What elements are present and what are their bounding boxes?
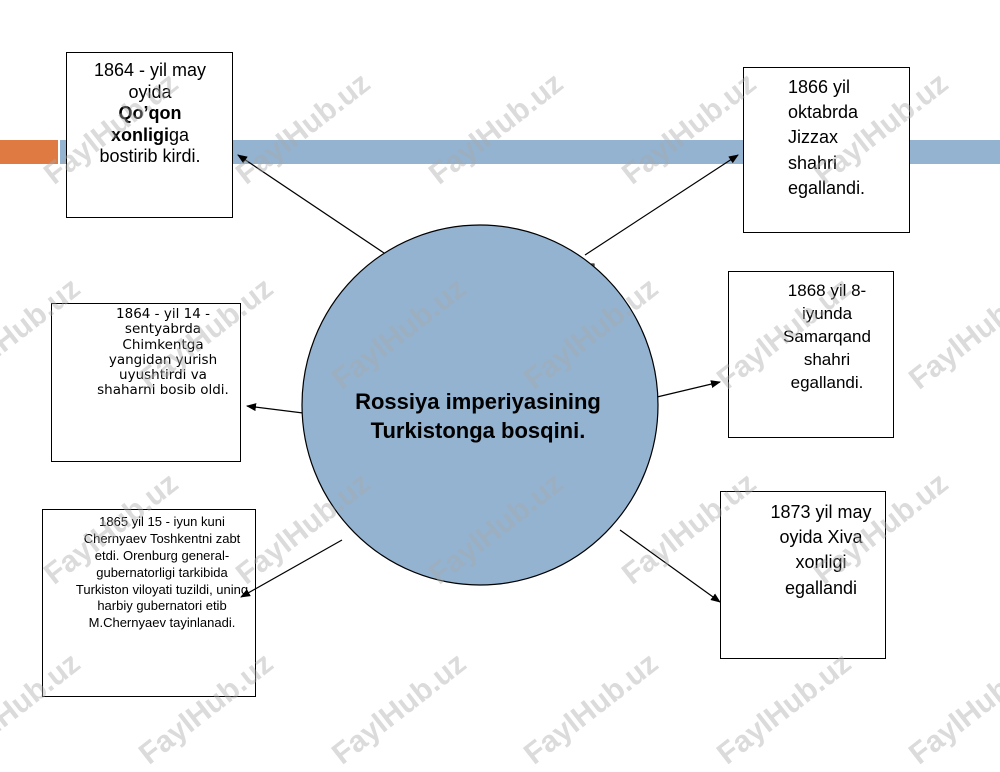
event-1864-may-post: ga bostirib kirdi. xyxy=(99,124,201,167)
event-box-1868 xyxy=(728,271,894,438)
arrow-to-1864-sep xyxy=(246,403,304,414)
event-text-1865: 1865 yil 15 - iyun kuni Chernyaev Toshke… xyxy=(75,514,249,631)
event-text-1864-sep: 1864 - yil 14 - sentyabrda Chimkentga ya… xyxy=(97,306,229,399)
diagram-connectors xyxy=(237,154,739,603)
event-box-1864-sep xyxy=(51,303,241,462)
event-1864-may-bold: Qo’qon xonligi xyxy=(110,103,182,145)
event-text-1866: 1866 yil oktabrda Jizzax shahri egalland… xyxy=(788,77,866,198)
event-box-1865 xyxy=(42,509,256,697)
event-box-1864-may xyxy=(66,52,233,218)
center-title-line2: Turkistonga bosqini. xyxy=(370,417,586,443)
arrow-to-1868 xyxy=(656,380,721,398)
event-1864-may-pre: 1864 - yil may oyida xyxy=(93,60,207,102)
accent-bar xyxy=(0,140,58,164)
arrow-to-1865 xyxy=(240,539,343,598)
event-box-1873 xyxy=(720,491,886,659)
event-text-1873: 1873 yil may oyida Xiva xonligi egalland… xyxy=(770,502,872,598)
arrow-to-1864-may xyxy=(237,154,391,258)
event-box-1866 xyxy=(743,67,910,233)
center-ellipse xyxy=(301,224,659,586)
arrow-to-1866 xyxy=(584,154,739,256)
arrow-to-1873 xyxy=(619,529,721,603)
center-title: Rossiya imperiyasining Turkistonga bosqi… xyxy=(318,388,638,445)
event-text-1864-may: 1864 - yil may oyida Qo’qon xonligiga bo… xyxy=(80,60,220,168)
center-title-line1: Rossiya imperiyasining xyxy=(355,389,601,414)
event-text-1868: 1868 yil 8-iyunda Samarqand shahri egall… xyxy=(783,281,871,392)
